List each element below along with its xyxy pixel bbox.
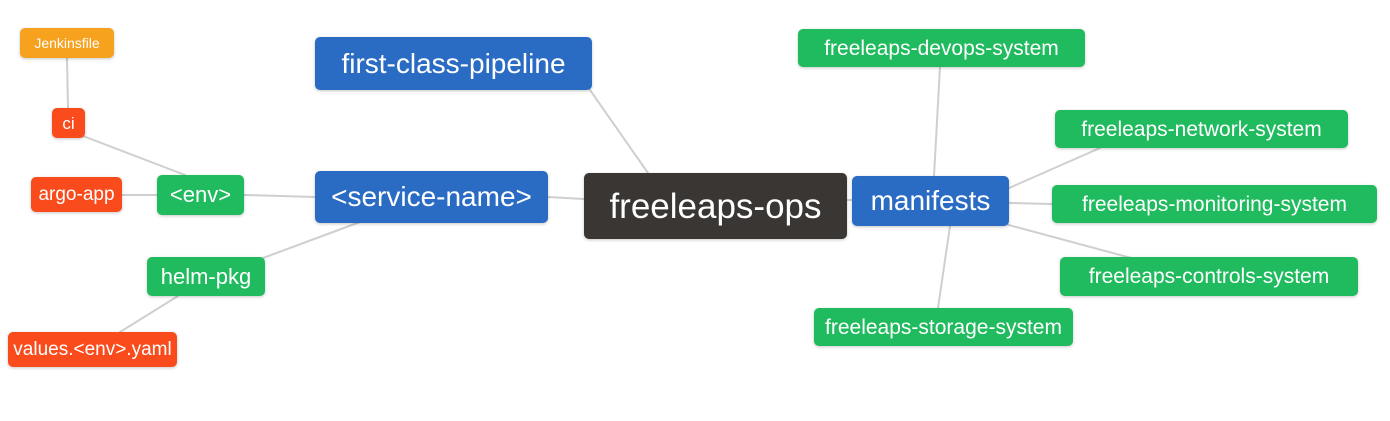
node-values-env-yaml[interactable]: values.<env>.yaml xyxy=(8,332,177,367)
edge-manifests-to-freeleaps-monitoring-system xyxy=(1008,202,1053,205)
node-freeleaps-devops-system[interactable]: freeleaps-devops-system xyxy=(798,29,1085,67)
edge-manifests-to-freeleaps-storage-system xyxy=(937,225,951,309)
edge-manifests-to-freeleaps-network-system xyxy=(1008,147,1101,189)
edge-first-class-pipeline-to-freeleaps-ops xyxy=(589,89,649,174)
node-manifests[interactable]: manifests xyxy=(852,176,1009,226)
node-argo-app[interactable]: argo-app xyxy=(31,177,122,212)
node-jenkinsfile[interactable]: Jenkinsfile xyxy=(20,28,114,58)
node-service-name[interactable]: <service-name> xyxy=(315,171,548,223)
edge-manifests-to-freeleaps-controls-system xyxy=(1004,223,1136,260)
node-freeleaps-controls-system[interactable]: freeleaps-controls-system xyxy=(1060,257,1358,296)
edge-jenkinsfile-to-ci xyxy=(66,57,69,109)
edge-env-to-service-name xyxy=(243,194,316,198)
node-freeleaps-ops[interactable]: freeleaps-ops xyxy=(584,173,847,239)
node-freeleaps-monitoring-system[interactable]: freeleaps-monitoring-system xyxy=(1052,185,1377,223)
node-freeleaps-network-system[interactable]: freeleaps-network-system xyxy=(1055,110,1348,148)
edge-manifests-to-freeleaps-devops-system xyxy=(933,66,941,177)
edge-service-name-to-freeleaps-ops xyxy=(547,196,585,200)
node-ci[interactable]: ci xyxy=(52,108,85,138)
edge-values-env-yaml-to-helm-pkg xyxy=(119,295,179,333)
edge-helm-pkg-to-service-name xyxy=(262,221,361,259)
node-freeleaps-storage-system[interactable]: freeleaps-storage-system xyxy=(814,308,1073,346)
node-first-class-pipeline[interactable]: first-class-pipeline xyxy=(315,37,592,90)
edge-ci-to-env xyxy=(82,135,186,176)
node-env[interactable]: <env> xyxy=(157,175,244,215)
node-helm-pkg[interactable]: helm-pkg xyxy=(147,257,265,296)
